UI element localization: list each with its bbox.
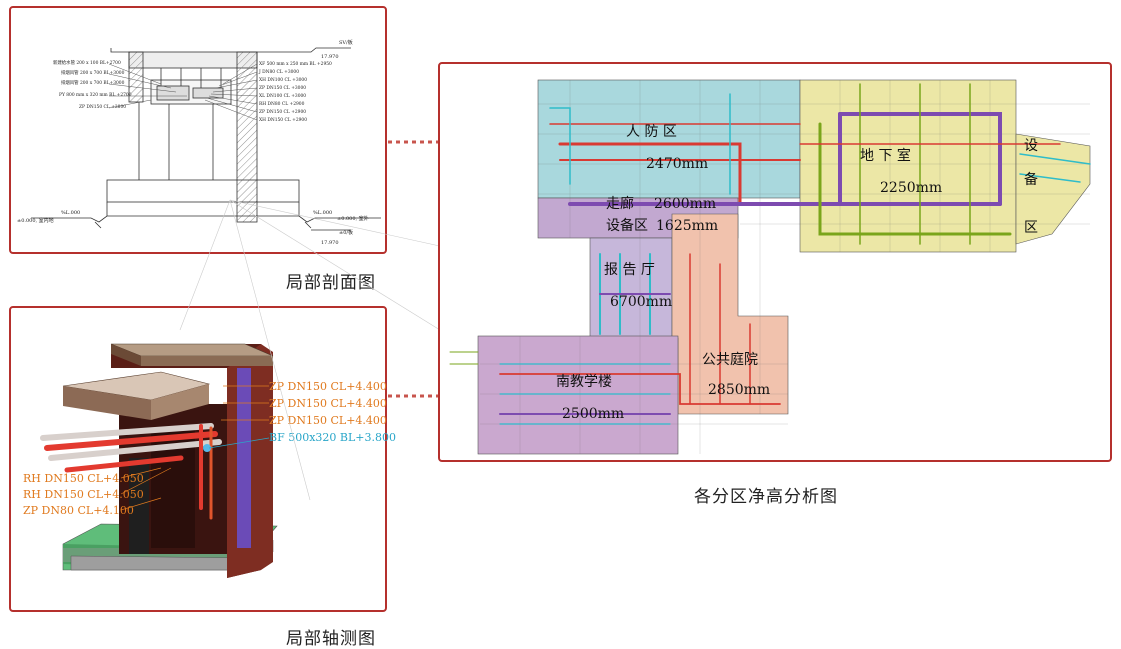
axo-label-right-1: ZP DN150 CL+4.400 bbox=[269, 380, 387, 393]
section-elev-bottom-1: ±0/板 bbox=[339, 229, 353, 236]
section-note-right-5: XL DN100 CL +3000 bbox=[259, 94, 306, 99]
section-note-right-4: ZP DN150 CL +3000 bbox=[259, 86, 306, 91]
plan-panel: 人 防 区 2470mm 地 下 室 2250mm 设 备 区 走廊 2600m… bbox=[438, 62, 1112, 462]
section-elev-left-label: ±0.000, 室内地 bbox=[17, 217, 54, 224]
section-drawing: 新建给水管 200 x 100 BL+2700 排烟风管 200 x 700 B… bbox=[17, 39, 381, 246]
zone-label-equipment: 设备区 bbox=[606, 217, 648, 234]
section-elev-right: %L.000 bbox=[313, 210, 332, 216]
zone-label-civil-defense: 人 防 区 bbox=[626, 124, 677, 140]
caption-plan: 各分区净高分析图 bbox=[694, 487, 838, 507]
zone-height-civil-defense: 2470mm bbox=[646, 156, 708, 172]
zone-height-courtyard: 2850mm bbox=[708, 382, 770, 398]
axo-label-right-4: BF 500x320 BL+3.800 bbox=[269, 431, 396, 444]
zone-height-south-building: 2500mm bbox=[562, 406, 624, 422]
section-note-right-7: ZP DN150 CL +2900 bbox=[259, 110, 306, 115]
zone-height-equipment: 1625mm bbox=[656, 218, 718, 234]
caption-section: 局部剖面图 bbox=[286, 273, 376, 293]
section-elev-left: %L.000 bbox=[61, 210, 80, 216]
section-note-right-3: XH DN100 CL +3000 bbox=[259, 78, 307, 83]
zone-label-corridor: 走廊 bbox=[606, 195, 634, 212]
zone-label-equipment-east-3: 区 bbox=[1024, 220, 1038, 236]
section-note-left-2: 排烟风管 200 x 700 BL+3000 bbox=[61, 69, 125, 76]
section-note-right-1: XF 500 mm x 250 mm BL +2950 bbox=[259, 62, 332, 67]
axo-label-left-3: ZP DN80 CL+4.100 bbox=[23, 504, 134, 517]
section-elev-right-label: ±0.000, 室外 bbox=[337, 215, 369, 222]
caption-axonometric: 局部轴测图 bbox=[286, 629, 376, 649]
section-note-left-4: PY 800 mm x 320 mm BL +2700 bbox=[59, 93, 132, 98]
axonometric-panel: ZP DN150 CL+4.400 ZP DN150 CL+4.400 ZP D… bbox=[9, 306, 396, 612]
zone-height-basement: 2250mm bbox=[880, 180, 942, 196]
zone-label-lecture-hall: 报 告 厅 bbox=[604, 262, 655, 278]
axo-label-right-2: ZP DN150 CL+4.400 bbox=[269, 397, 387, 410]
axonometric-drawing: ZP DN150 CL+4.400 ZP DN150 CL+4.400 ZP D… bbox=[23, 343, 396, 578]
axo-label-right-3: ZP DN150 CL+4.400 bbox=[269, 414, 387, 427]
section-note-right-8: XH DN150 CL +2900 bbox=[259, 118, 307, 123]
zone-label-basement: 地 下 室 bbox=[860, 147, 911, 164]
plan-drawing: 人 防 区 2470mm 地 下 室 2250mm 设 备 区 走廊 2600m… bbox=[449, 79, 1091, 455]
section-note-right-2: J DN80 CL +3000 bbox=[258, 70, 299, 75]
zone-label-courtyard: 公共庭院 bbox=[702, 351, 758, 368]
section-note-right-6: RH DN80 CL +2900 bbox=[259, 102, 305, 107]
section-elev-top-2: 17.970 bbox=[321, 54, 339, 60]
zone-label-equipment-east-1: 设 bbox=[1024, 138, 1038, 154]
axo-label-left-1: RH DN150 CL+4.050 bbox=[23, 472, 144, 485]
section-drawing-panel: 新建给水管 200 x 100 BL+2700 排烟风管 200 x 700 B… bbox=[9, 6, 387, 254]
zone-height-lecture-hall: 6700mm bbox=[610, 294, 672, 310]
axo-label-left-2: RH DN150 CL+4.050 bbox=[23, 488, 144, 501]
section-elev-bottom-2: 17.970 bbox=[321, 240, 339, 246]
section-note-left-5: ZP DN150 CL +2800 bbox=[79, 105, 126, 110]
section-elev-top-1: SV/板 bbox=[339, 39, 353, 46]
zone-label-equipment-east-2: 备 bbox=[1024, 171, 1038, 188]
section-note-left-3: 排烟风管 200 x 700 BL+3000 bbox=[61, 79, 125, 86]
section-note-left-1: 新建给水管 200 x 100 BL+2700 bbox=[53, 59, 121, 66]
zone-height-corridor: 2600mm bbox=[654, 196, 716, 212]
zone-label-south-building: 南教学楼 bbox=[556, 374, 612, 390]
